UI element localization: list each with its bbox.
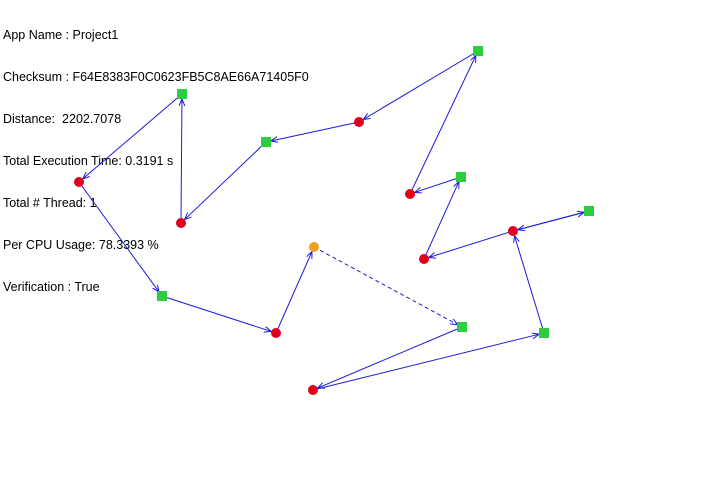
delivery-node [176, 218, 186, 228]
route-edge [518, 210, 590, 230]
route-edge [363, 50, 479, 119]
cpu-usage-text: Per CPU Usage: 78.3393 % [3, 238, 159, 252]
checksum-text: Checksum : F64E8383F0C0623FB5C8AE66A7140… [3, 70, 309, 84]
route-edge [409, 56, 476, 195]
thread-count-text: Total # Thread: 1 [3, 196, 97, 210]
pickup-node [456, 172, 466, 182]
route-edge [181, 99, 182, 224]
execution-time-text: Total Execution Time: 0.3191 s [3, 154, 174, 168]
pickup-node [584, 206, 594, 216]
route-edge [271, 121, 360, 141]
route-edge [514, 236, 545, 334]
run-stats-panel: App Name : Project1 Checksum : F64E8383F… [3, 0, 309, 308]
app-name-text: App Name : Project1 [3, 28, 119, 42]
delivery-node [271, 328, 281, 338]
delivery-node [354, 117, 364, 127]
pickup-node [539, 328, 549, 338]
verification-text: Verification : True [3, 280, 100, 294]
route-edge [318, 326, 463, 388]
pickup-node [473, 46, 483, 56]
pickup-node [457, 322, 467, 332]
route-edges [78, 50, 590, 391]
route-edge [415, 176, 462, 192]
delivery-node [508, 226, 518, 236]
delivery-node [419, 254, 429, 264]
route-edge [161, 295, 271, 331]
delivery-node [74, 177, 84, 187]
route-nodes [74, 46, 594, 395]
distance-text: Distance: 2202.7078 [3, 112, 122, 126]
route-edge [185, 141, 267, 220]
route-edge [83, 93, 183, 179]
delivery-node [308, 385, 318, 395]
pickup-node [261, 137, 271, 147]
route-edge [423, 182, 459, 260]
route-edge [312, 334, 539, 391]
route-edge [78, 181, 159, 292]
start-node [309, 242, 319, 252]
route-edge [313, 246, 458, 325]
delivery-node [405, 189, 415, 199]
route-edge [275, 252, 312, 334]
pickup-node [177, 89, 187, 99]
route-edge [429, 230, 514, 257]
pickup-node [157, 291, 167, 301]
